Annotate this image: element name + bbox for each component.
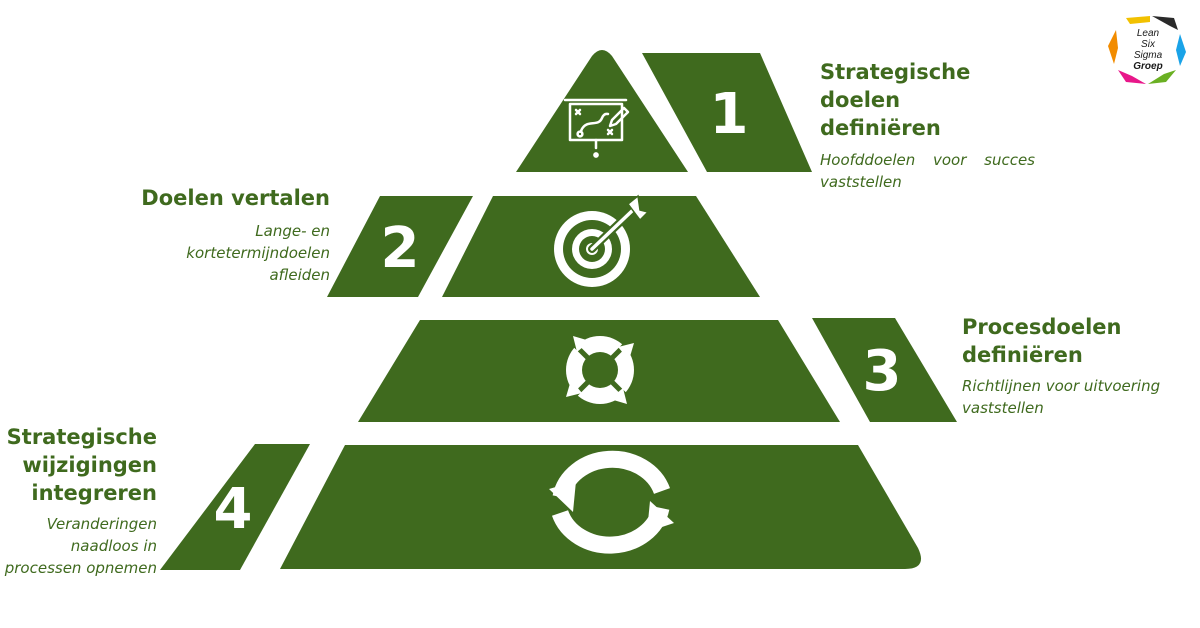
- level-3-label: Procesdoelen definiëren Richtlijnen voor…: [962, 313, 1187, 419]
- level-4-description: Veranderingen naadloos in processen opne…: [2, 513, 157, 579]
- target-arrow-icon: [554, 194, 650, 287]
- level-4-desc-line-3: processen opnemen: [4, 559, 157, 577]
- level-1-label: Strategische doelen definiëren Hoofddoel…: [820, 58, 1035, 193]
- level-number-2: 2: [381, 216, 420, 281]
- level-1-description: Hoofddoelen voor succes vaststellen: [820, 149, 1035, 193]
- lean-six-sigma-logo: Lean Six Sigma Groep: [1108, 16, 1186, 84]
- level-4-label: Strategische wijzigingen integreren Vera…: [2, 423, 157, 579]
- level-2-desc-line-3: afleiden: [269, 266, 330, 284]
- level-4-desc-line-1: Veranderingen: [46, 515, 157, 533]
- level-3-desc-line-2: vaststellen: [962, 399, 1044, 417]
- logo-line-3: Sigma: [1134, 50, 1163, 61]
- level-3-title-line-1: Procesdoelen: [962, 315, 1122, 339]
- level-4-title-line-1: Strategische: [6, 425, 157, 449]
- number-badge-2: [327, 196, 473, 297]
- level-number-3: 3: [863, 339, 902, 404]
- number-badge-1: [642, 53, 812, 172]
- number-badge-4: [160, 444, 310, 570]
- level-2-label: Doelen vertalen Lange- en kortetermijndo…: [120, 184, 330, 286]
- level-4-desc-line-2: naadloos in: [70, 537, 157, 555]
- number-badge-3: [812, 318, 957, 422]
- level-2-title: Doelen vertalen: [141, 186, 330, 210]
- level-3-title: Procesdoelen definiëren: [962, 313, 1187, 369]
- level-2-desc-line-1: Lange- en: [255, 222, 330, 240]
- level-4-title-line-2: wijzigingen: [22, 453, 157, 477]
- level-1-title: Strategische doelen definiëren: [820, 58, 1035, 142]
- level-number-1: 1: [710, 82, 749, 147]
- pyramid-level-1: [516, 50, 688, 172]
- level-1-desc-line-1: Hoofddoelen voor succes: [820, 151, 1035, 169]
- logo-line-2: Six: [1141, 39, 1156, 50]
- level-4-title-line-3: integreren: [31, 481, 157, 505]
- level-3-desc-line-1: Richtlijnen voor uitvoering: [962, 377, 1161, 395]
- strategy-board-icon: [563, 98, 630, 158]
- level-1-title-line-2: definiëren: [820, 116, 941, 140]
- level-1-desc-line-2: vaststellen: [820, 173, 902, 191]
- logo-line-4: Groep: [1133, 61, 1162, 72]
- logo-line-1: Lean: [1137, 28, 1160, 39]
- level-3-description: Richtlijnen voor uitvoering vaststellen: [962, 375, 1187, 419]
- level-1-title-line-1: Strategische doelen: [820, 60, 971, 112]
- level-3-title-line-2: definiëren: [962, 343, 1083, 367]
- level-number-4: 4: [214, 477, 253, 542]
- pyramid-level-4: [280, 445, 922, 569]
- refresh-icon: [549, 450, 674, 554]
- level-2-description: Lange- en kortetermijndoelen afleiden: [120, 220, 330, 286]
- cycle-arrows-icon: [566, 336, 634, 404]
- level-2-desc-line-2: kortetermijndoelen: [186, 244, 330, 262]
- level-4-title: Strategische wijzigingen integreren: [2, 423, 157, 507]
